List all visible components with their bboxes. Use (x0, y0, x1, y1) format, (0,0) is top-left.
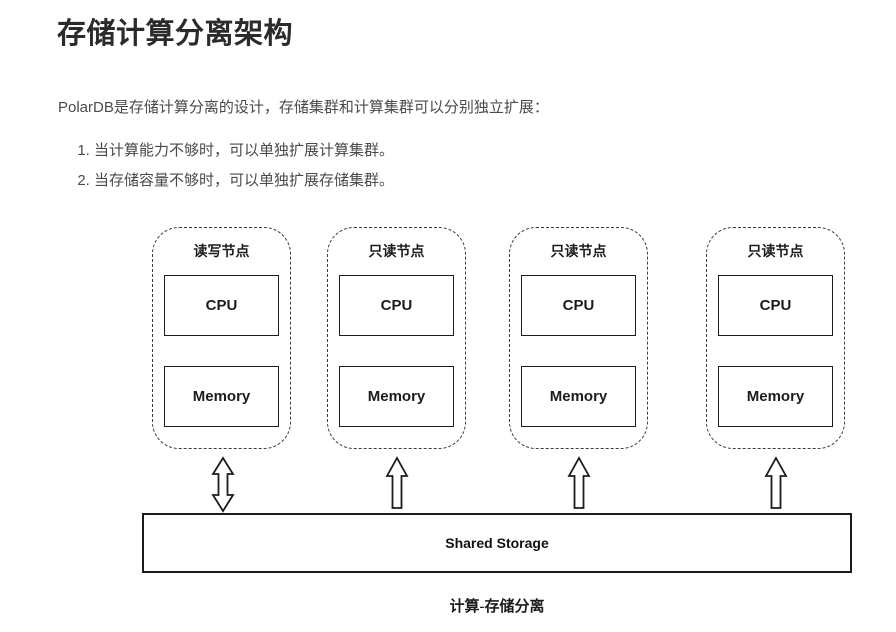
node-label: 只读节点 (747, 243, 804, 260)
bidirectional-arrow-icon (211, 456, 235, 514)
cpu-box: CPU (718, 275, 833, 337)
ordered-list: 当计算能力不够时，可以单独扩展计算集群。 当存储容量不够时，可以单独扩展存储集群… (57, 139, 856, 190)
list-item: 当计算能力不够时，可以单独扩展计算集群。 (94, 139, 856, 160)
node-label: 只读节点 (368, 243, 425, 260)
node-read-write: 读写节点 CPU Memory (152, 227, 291, 450)
page-title: 存储计算分离架构 (57, 18, 294, 50)
node-label: 只读节点 (550, 243, 607, 260)
memory-box: Memory (718, 366, 833, 428)
list-item: 当存储容量不够时，可以单独扩展存储集群。 (94, 169, 856, 190)
memory-box: Memory (339, 366, 454, 428)
node-label: 读写节点 (193, 243, 250, 260)
node-read-only-3: 只读节点 CPU Memory (706, 227, 845, 450)
intro-paragraph: PolarDB是存储计算分离的设计，存储集群和计算集群可以分别独立扩展： (58, 99, 549, 117)
architecture-diagram: 读写节点 CPU Memory 只读节点 CPU Memory 只读节点 CPU… (57, 227, 896, 629)
up-arrow-icon (385, 456, 409, 513)
memory-box: Memory (164, 366, 279, 428)
node-read-only-2: 只读节点 CPU Memory (509, 227, 648, 450)
shared-storage-box: Shared Storage (142, 513, 852, 574)
up-arrow-icon (764, 456, 788, 513)
cpu-box: CPU (521, 275, 636, 337)
cpu-box: CPU (164, 275, 279, 337)
memory-box: Memory (521, 366, 636, 428)
up-arrow-icon (567, 456, 591, 513)
node-read-only-1: 只读节点 CPU Memory (327, 227, 466, 450)
figure-caption: 计算-存储分离 (449, 599, 545, 616)
cpu-box: CPU (339, 275, 454, 337)
